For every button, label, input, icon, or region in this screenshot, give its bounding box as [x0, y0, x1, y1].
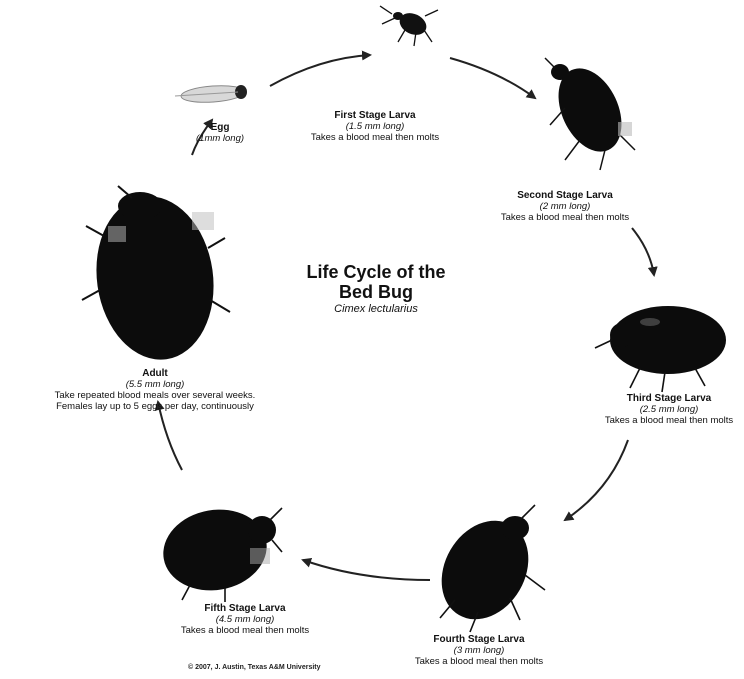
fourth-stage-label: Fourth Stage Larva (3 mm long) Takes a b…: [404, 634, 554, 667]
fourth-stage-name: Fourth Stage Larva: [404, 634, 554, 645]
egg-name: Egg: [196, 122, 244, 133]
title-line-2: Bed Bug: [294, 282, 458, 302]
third-stage-name: Third Stage Larva: [594, 393, 744, 404]
arrow-fourth-to-fifth: [303, 560, 430, 580]
second-stage-size: (2 mm long): [490, 201, 640, 212]
egg-size: (1mm long): [196, 133, 244, 144]
first-stage-desc: Takes a blood meal then molts: [300, 132, 450, 143]
arrow-third-to-fourth: [565, 440, 628, 520]
fourth-stage-size: (3 mm long): [404, 645, 554, 656]
second-stage-desc: Takes a blood meal then molts: [490, 212, 640, 223]
copyright-credit: © 2007, J. Austin, Texas A&M University: [188, 664, 321, 671]
third-stage-larva-image: [595, 306, 726, 392]
first-stage-label: First Stage Larva (1.5 mm long) Takes a …: [300, 110, 450, 143]
fifth-stage-size: (4.5 mm long): [170, 614, 320, 625]
arrow-first-to-second: [450, 58, 535, 98]
fourth-stage-larva-image: [424, 505, 545, 635]
egg-image: [175, 84, 247, 104]
third-stage-desc: Takes a blood meal then molts: [594, 415, 744, 426]
arrow-second-to-third: [632, 228, 654, 275]
adult-bed-bug-image: [82, 186, 230, 367]
egg-label: Egg (1mm long): [196, 122, 244, 144]
arrow-egg-to-first: [270, 55, 370, 86]
arrow-fifth-to-adult: [158, 402, 182, 470]
fifth-stage-label: Fifth Stage Larva (4.5 mm long) Takes a …: [170, 603, 320, 636]
first-stage-name: First Stage Larva: [300, 110, 450, 121]
species-name: Cimex lectularius: [294, 303, 458, 315]
fifth-stage-larva-image: [157, 502, 282, 602]
adult-desc-2: Females lay up to 5 eggs per day, contin…: [24, 401, 286, 412]
first-stage-size: (1.5 mm long): [300, 121, 450, 132]
third-stage-size: (2.5 mm long): [594, 404, 744, 415]
second-stage-label: Second Stage Larva (2 mm long) Takes a b…: [490, 190, 640, 223]
third-stage-label: Third Stage Larva (2.5 mm long) Takes a …: [594, 393, 744, 426]
fourth-stage-desc: Takes a blood meal then molts: [404, 656, 554, 667]
adult-label: Adult (5.5 mm long) Take repeated blood …: [24, 368, 286, 412]
diagram-title: Life Cycle of the Bed Bug Cimex lectular…: [294, 262, 458, 315]
title-line-1: Life Cycle of the: [294, 262, 458, 282]
first-stage-larva-image: [380, 6, 438, 46]
fifth-stage-desc: Takes a blood meal then molts: [170, 625, 320, 636]
second-stage-larva-image: [545, 58, 635, 170]
fifth-stage-name: Fifth Stage Larva: [170, 603, 320, 614]
adult-size: (5.5 mm long): [24, 379, 286, 390]
adult-desc-1: Take repeated blood meals over several w…: [24, 390, 286, 401]
second-stage-name: Second Stage Larva: [490, 190, 640, 201]
adult-name: Adult: [24, 368, 286, 379]
